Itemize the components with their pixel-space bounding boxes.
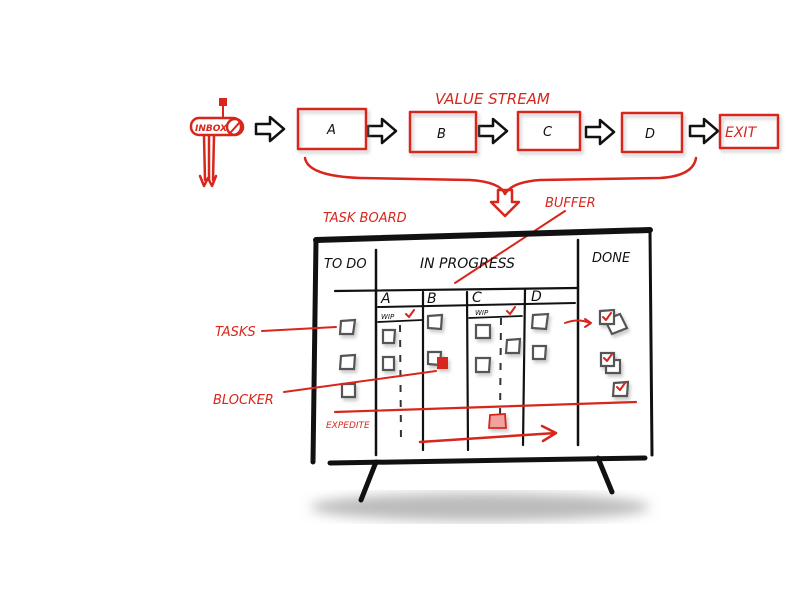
wip-label-a: WIP [381, 313, 395, 321]
task-card [338, 353, 357, 371]
inbox-label: INBOX [195, 124, 228, 134]
buffer-label: BUFFER [545, 196, 596, 211]
board-leg [595, 455, 615, 495]
task-card [340, 382, 357, 399]
sub-column-c: C [472, 290, 482, 306]
stage-label-b: B [437, 127, 446, 142]
arrow-icon [254, 115, 286, 143]
done-check-icon [602, 312, 626, 391]
task-card [531, 344, 548, 361]
value-stream-title: VALUE STREAM [435, 90, 550, 108]
task-card [504, 337, 522, 355]
arrow-icon [366, 117, 398, 145]
exit-label: EXIT [725, 125, 758, 141]
expedite-label: EXPEDITE [326, 421, 370, 431]
down-arrow-icon [489, 188, 521, 218]
board-leg [358, 459, 379, 503]
arrow-icon [688, 117, 720, 145]
arrow-icon [584, 118, 616, 146]
done-arrow [564, 318, 592, 328]
task-card [338, 318, 357, 336]
buffer-pointer [454, 210, 566, 284]
task-card [474, 323, 492, 340]
stage-box-a [296, 107, 368, 151]
board-shadow [310, 493, 650, 521]
task-card [530, 312, 550, 331]
inbox-mailbox: INBOX [189, 98, 245, 188]
wip-check-icon [405, 306, 516, 318]
blocker-pointer [283, 370, 437, 393]
stage-box-b [408, 110, 478, 154]
blocker-marker [437, 357, 448, 369]
column-todo: TO DO [324, 257, 367, 272]
column-in-progress: IN PROGRESS [420, 256, 515, 272]
expedite-lane-line [333, 400, 638, 414]
stage-box-d [620, 111, 684, 154]
stage-label-c: C [543, 125, 553, 140]
blocker-label: BLOCKER [213, 393, 274, 408]
task-card [381, 328, 397, 345]
task-board-title: TASK BOARD [323, 211, 407, 226]
sub-column-b: B [427, 291, 437, 307]
expedite-card [488, 413, 507, 429]
stage-box-exit [718, 113, 780, 150]
task-card [474, 356, 492, 374]
tasks-pointer [261, 326, 337, 332]
value-stream-brace [303, 156, 698, 196]
stage-box-c [516, 110, 582, 152]
expedite-arrow [418, 424, 558, 444]
wip-label-c: WIP [475, 309, 489, 317]
column-done: DONE [592, 251, 631, 266]
tasks-label: TASKS [215, 325, 256, 340]
stage-label-d: D [645, 127, 655, 142]
sub-column-a: A [380, 291, 391, 307]
sub-column-d: D [531, 289, 542, 305]
task-card [381, 355, 396, 372]
flag-icon [219, 98, 227, 106]
stage-label-a: A [326, 123, 336, 138]
task-card [426, 313, 444, 331]
arrow-icon [477, 117, 509, 145]
task-board [310, 227, 654, 466]
